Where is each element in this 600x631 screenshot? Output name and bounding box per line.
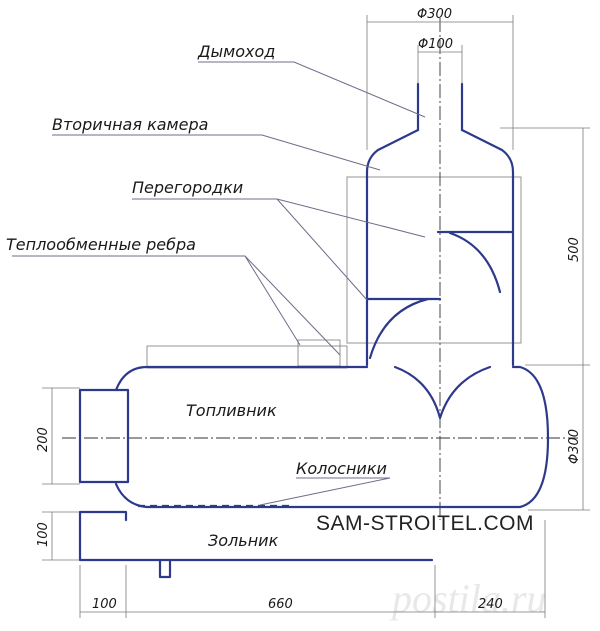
dim-h500: 500 [567,237,582,262]
stove-body [78,82,550,579]
label-secondary-chamber: Вторичная камера [52,115,208,134]
dim-w660: 660 [268,597,293,612]
label-heat-fins: Теплообменные ребра [6,235,196,254]
dim-w100: 100 [92,597,117,612]
label-grates: Колосники [296,459,387,478]
dim-d300-top: Φ300 [417,7,452,22]
dimension-lines [51,21,584,613]
label-firebox: Топливник [186,401,277,420]
extension-lines [42,15,590,618]
dim-w240: 240 [478,597,503,612]
secondary-chamber [365,128,515,367]
chimney-pipe [416,82,464,132]
dim-d100: Φ100 [418,37,453,52]
ash-pit-leg [158,558,172,579]
site-watermark: SAM-STROITEL.COM [316,512,534,535]
construction-lines [146,176,522,369]
dim-h100: 100 [36,522,51,547]
ash-pit [78,510,434,562]
dim-h200: 200 [36,427,51,452]
center-lines [62,18,578,520]
logo-watermark: postila.ru [389,576,546,621]
label-ash-pit: Зольник [208,531,279,550]
label-chimney: Дымоход [197,42,275,61]
label-partitions: Перегородки [132,178,243,197]
firebox-shell [114,365,550,509]
leader-lines [12,61,426,506]
dim-d300-side: Φ300 [567,429,582,464]
loading-door [78,388,130,484]
